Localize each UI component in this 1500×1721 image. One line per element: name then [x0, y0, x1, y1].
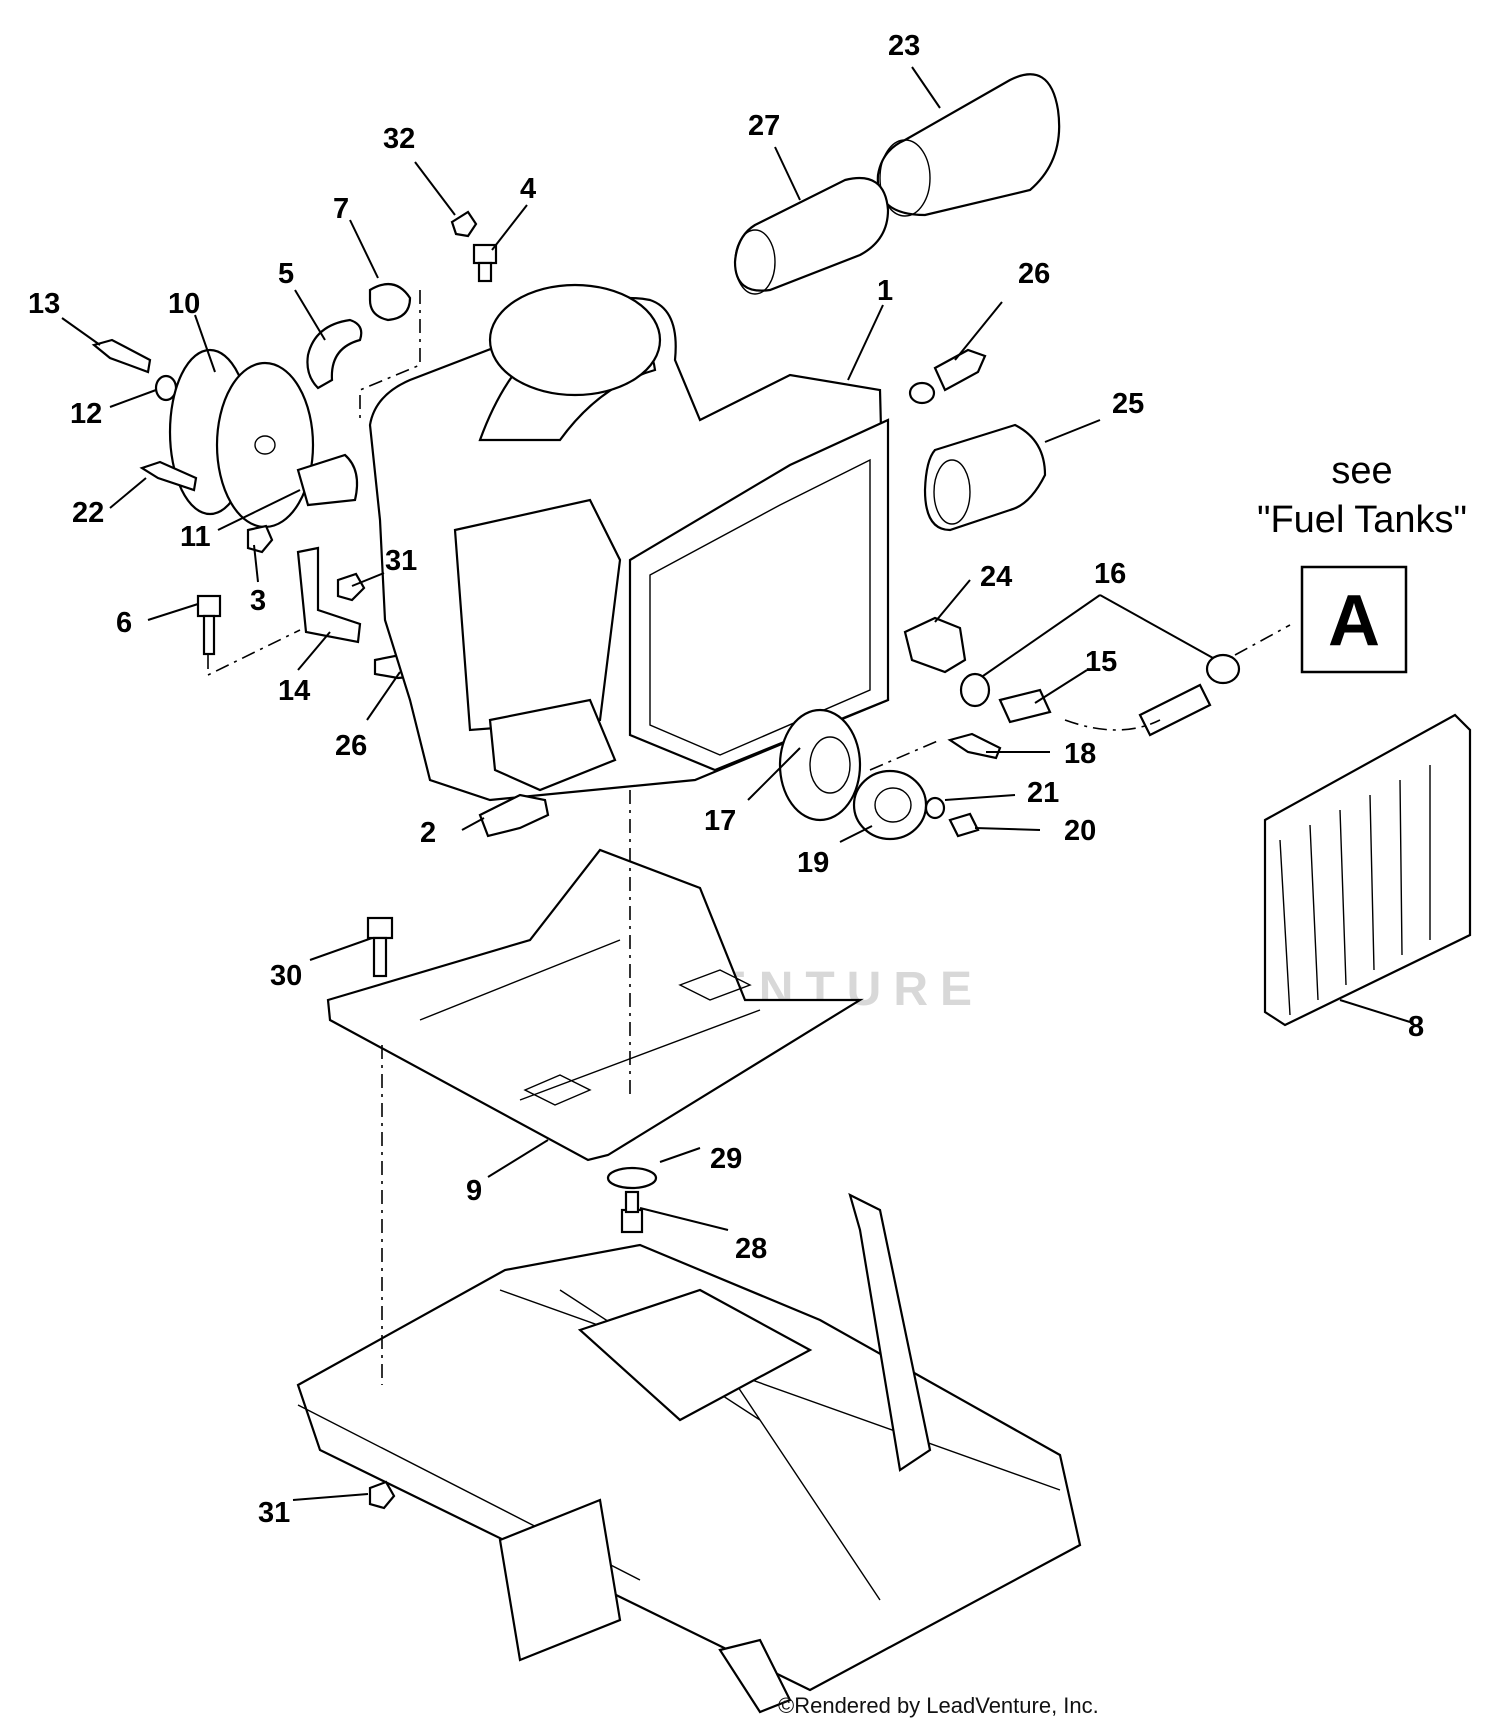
engine-mount-plate-9: [326, 848, 864, 1162]
callout-11: 11: [180, 521, 211, 553]
bolt-6: [196, 594, 222, 656]
callout-23: 23: [888, 30, 920, 62]
callout-26-lower: 26: [335, 730, 367, 762]
callout-12: 12: [70, 398, 102, 430]
reference-letter-box: [1300, 565, 1408, 674]
hose-5: [306, 318, 363, 390]
clamp-7: [368, 282, 412, 322]
callout-14: 14: [278, 675, 310, 707]
callout-6: 6: [116, 607, 132, 639]
callout-8: 8: [1408, 1011, 1424, 1043]
hose-15-left: [998, 688, 1052, 724]
bolt-20: [948, 812, 980, 838]
callout-21: 21: [1027, 777, 1059, 809]
leader-lines: [61, 66, 1411, 1501]
fuel-tanks-reference: see "Fuel Tanks" A: [1257, 450, 1467, 674]
radiator-screen-8: [1263, 713, 1472, 1027]
bolt-30: [366, 916, 394, 978]
callout-15: 15: [1085, 646, 1117, 678]
hose-clamp-16-left: [959, 672, 991, 708]
hose-15-right: [1138, 683, 1212, 737]
hose-11: [296, 453, 359, 507]
bolt-18: [947, 732, 1002, 760]
fan-hub-17: [778, 708, 862, 822]
callout-1: 1: [877, 275, 893, 307]
reference-fuel-tanks-text: "Fuel Tanks": [1257, 499, 1467, 541]
callout-25: 25: [1112, 388, 1144, 420]
sensor-32: [450, 210, 478, 238]
reference-letter: A: [1328, 581, 1380, 661]
callout-7: 7: [333, 193, 349, 225]
nut-31-upper: [336, 572, 366, 602]
callout-22: 22: [72, 497, 104, 529]
alignment-line-hub: [869, 739, 941, 771]
washer-29: [606, 1166, 658, 1190]
callout-16: 16: [1094, 558, 1126, 590]
callout-32: 32: [383, 123, 415, 155]
callout-31-upper: 31: [385, 545, 417, 577]
callout-29: 29: [710, 1143, 742, 1175]
bracket-14: [296, 546, 362, 644]
callout-5: 5: [278, 258, 294, 290]
engine-1: [368, 283, 890, 802]
callout-10: 10: [168, 288, 200, 320]
hose-clamp-16-right: [1205, 653, 1241, 685]
exhaust-pipe-27: [733, 176, 890, 295]
callout-24: 24: [980, 561, 1012, 593]
nut-3: [246, 524, 274, 554]
frame: [296, 1192, 1082, 1714]
alignment-line-fuel: [1064, 624, 1291, 731]
callout-3: 3: [250, 585, 266, 617]
callout-19: 19: [797, 847, 829, 879]
air-cleaner-10: [168, 348, 315, 529]
fitting-26-right: [908, 348, 987, 405]
callout-9: 9: [466, 1175, 482, 1207]
callout-17: 17: [704, 805, 736, 837]
callouts: 1 2 3 4 5 6 7 8 9 10 11 12 13 14 15 16 1…: [28, 30, 1424, 1529]
callout-26-upper: 26: [1018, 258, 1050, 290]
reference-see-text: see: [1331, 450, 1392, 492]
washer-21: [924, 796, 946, 820]
credit-text: ©Rendered by LeadVenture, Inc.: [778, 1693, 1099, 1718]
bolt-22: [139, 460, 198, 492]
callout-2: 2: [420, 817, 436, 849]
callout-13: 13: [28, 288, 60, 320]
bolt-28: [620, 1190, 644, 1234]
callout-28: 28: [735, 1233, 767, 1265]
fitting-2: [478, 793, 550, 838]
nut-31-lower: [368, 1480, 396, 1510]
sensor-4: [472, 243, 498, 283]
exhaust-muffler-23: [876, 73, 1061, 217]
callout-20: 20: [1064, 815, 1096, 847]
callout-30: 30: [270, 960, 302, 992]
callout-18: 18: [1064, 738, 1096, 770]
callout-31-lower: 31: [258, 1497, 290, 1529]
callout-4: 4: [520, 173, 536, 205]
oil-filter-25: [923, 423, 1047, 532]
alignment-line-intake: [359, 290, 421, 420]
bolt-13: [91, 338, 152, 374]
callout-27: 27: [748, 110, 780, 142]
alignment-line-bracket: [207, 629, 301, 677]
fuel-filter-24: [903, 616, 967, 674]
